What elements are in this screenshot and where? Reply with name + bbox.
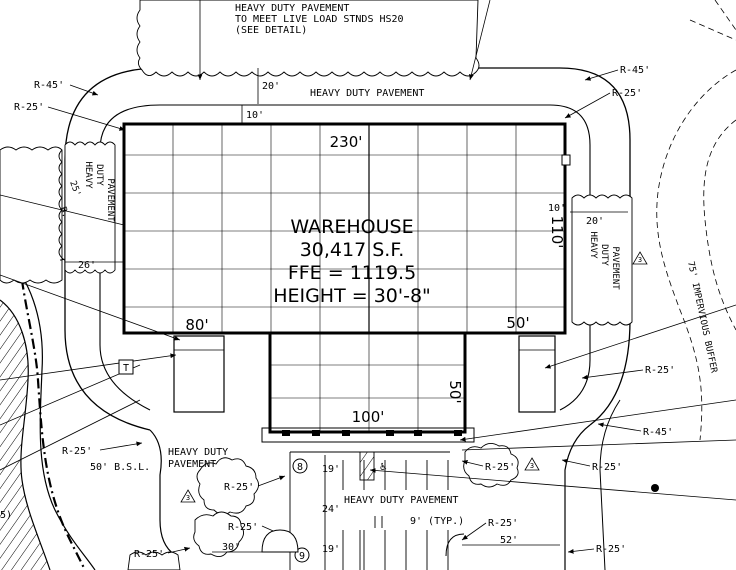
right-pavement-line2: DUTY bbox=[599, 244, 609, 266]
dim-top-width: 230' bbox=[330, 133, 363, 151]
dim-stall-width: 9' (TYP.) bbox=[410, 516, 464, 527]
bottom-left-pavement-line1: HEAVY DUTY bbox=[168, 447, 228, 458]
bottom-left-pavement-line2: PAVEMENT bbox=[168, 459, 216, 470]
dim-right-pavement-width: 20' bbox=[586, 216, 604, 227]
dim-depth: 110' bbox=[548, 216, 566, 249]
warehouse-building bbox=[122, 122, 571, 443]
r25-left-low: R-25' bbox=[62, 446, 92, 457]
left-edge-label: 5) bbox=[0, 510, 12, 521]
building-height: HEIGHT = 30'-8" bbox=[273, 285, 431, 307]
tree-clusters bbox=[0, 0, 633, 570]
building-area: 30,417 S.F. bbox=[300, 239, 405, 261]
r25-island-left: R-25' bbox=[228, 522, 258, 533]
top-note-line1: HEAVY DUTY PAVEMENT bbox=[235, 3, 349, 14]
right-boundary-lines bbox=[656, 0, 736, 441]
dim-dock-depth: 50' bbox=[446, 380, 464, 403]
accessible-icon: ♿ bbox=[380, 460, 387, 473]
bottom-center-pavement: HEAVY DUTY PAVEMENT bbox=[344, 495, 458, 506]
top-note-line2: TO MEET LIVE LOAD STNDS HS20 bbox=[235, 14, 404, 25]
triangle-tag-center: 3 bbox=[530, 462, 534, 470]
drive-curve-left bbox=[149, 429, 176, 556]
drive-curve-right-outer bbox=[599, 399, 621, 570]
drive-curve-right bbox=[564, 424, 591, 570]
tag-t: T bbox=[123, 363, 129, 374]
tag-9: 9 bbox=[299, 551, 305, 562]
tag-8: 8 bbox=[297, 462, 303, 473]
dim-drive-24: 24' bbox=[322, 504, 340, 515]
dim-parking-52: 52' bbox=[500, 535, 518, 546]
r45-right-low: R-45' bbox=[643, 427, 673, 438]
dim-drive-19-bottom: 19' bbox=[322, 544, 340, 555]
dim-left-pavement-width: 26' bbox=[78, 260, 96, 271]
dim-drive-19-top: 19' bbox=[322, 464, 340, 475]
r25-top-left: R-25' bbox=[14, 102, 44, 113]
r25-bottom-left: R-25' bbox=[224, 482, 254, 493]
parking-layout bbox=[289, 451, 450, 570]
building-ffe: FFE = 1119.5 bbox=[288, 262, 416, 284]
building-name: WAREHOUSE bbox=[290, 216, 413, 238]
r25-center: R-25' bbox=[485, 462, 515, 473]
top-note-line3: (SEE DETAIL) bbox=[235, 25, 307, 36]
r25-right-mid: R-25' bbox=[645, 365, 675, 376]
r45-top-right: R-45' bbox=[620, 65, 650, 76]
r45-top-left: R-45' bbox=[34, 80, 64, 91]
left-pavement-line1: HEAVY bbox=[83, 161, 93, 189]
left-pavement-line2: DUTY bbox=[94, 164, 104, 186]
dim-island-30: 30' bbox=[222, 542, 240, 553]
right-pavement-line1: HEAVY bbox=[588, 231, 598, 259]
dim-setback-20-top: 20' bbox=[262, 81, 280, 92]
top-pavement-label: HEAVY DUTY PAVEMENT bbox=[310, 88, 424, 99]
buffer-label: 75' IMPERVIOUS BUFFER bbox=[685, 261, 719, 375]
dim-right-wing: 50' bbox=[506, 314, 529, 332]
dim-dock-width: 100' bbox=[352, 408, 385, 426]
triangle-tag-right: 3 bbox=[638, 256, 642, 264]
dim-left-wing: 80' bbox=[185, 316, 208, 334]
left-pavement-line3: PAVEMENT bbox=[105, 178, 115, 222]
left-bl-label: B. bbox=[57, 206, 70, 220]
r25-top-right: R-25' bbox=[612, 88, 642, 99]
r25-bottom-right: R-25' bbox=[488, 518, 518, 529]
bsl-label: 50' B.S.L. bbox=[90, 462, 150, 473]
r25-bottom-far-left: R-25' bbox=[134, 549, 164, 560]
slope-hatch-area bbox=[0, 199, 96, 570]
r25-bottom-far-right: R-25' bbox=[596, 544, 626, 555]
right-pavement-line3: PAVEMENT bbox=[610, 246, 620, 290]
survey-point-marker bbox=[651, 484, 659, 492]
dim-setback-10-top: 10' bbox=[246, 110, 264, 121]
r25-right-low: R-25' bbox=[592, 462, 622, 473]
triangle-tag-left: 3 bbox=[186, 494, 190, 502]
dim-setback-10-right: 10' bbox=[548, 203, 566, 214]
